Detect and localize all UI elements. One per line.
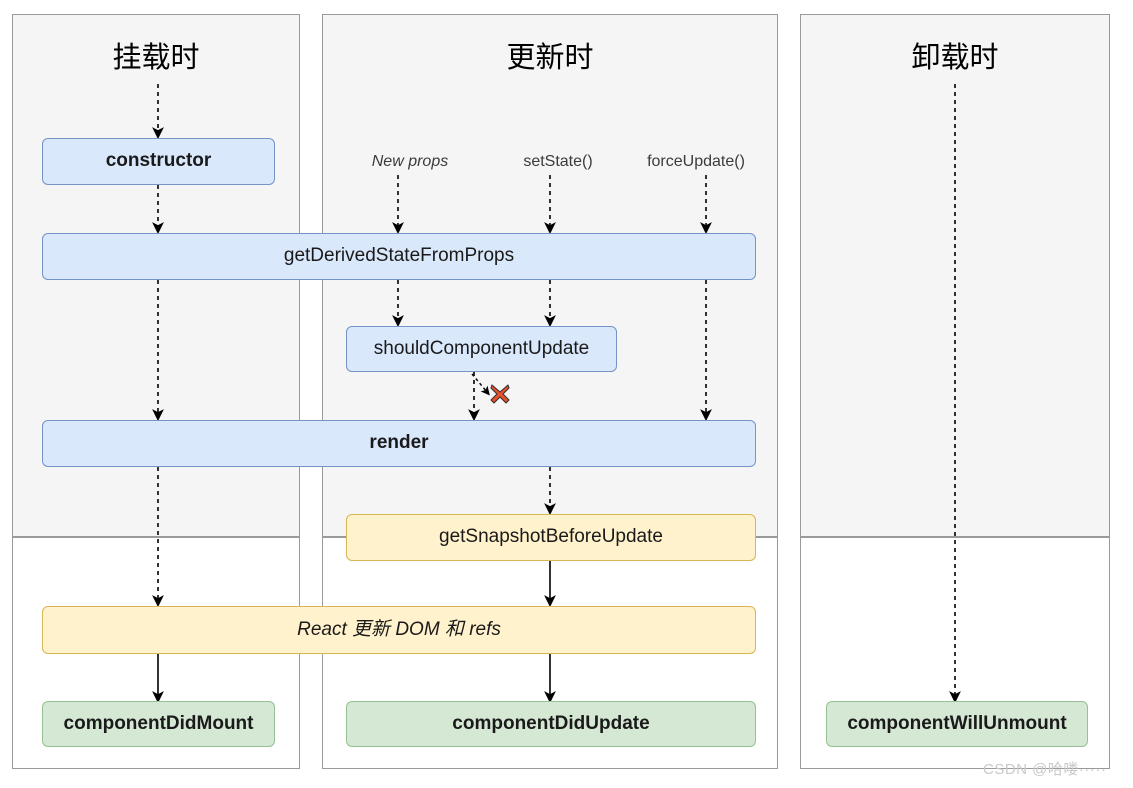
x-mark-icon — [490, 384, 510, 404]
column-title-update: 更新时 — [506, 42, 594, 74]
column-title-mount: 挂载时 — [112, 42, 200, 74]
source-label-set-state: setState() — [523, 153, 593, 170]
panel-unmount-top — [800, 14, 1110, 537]
node-render[interactable]: render — [42, 420, 756, 467]
node-constructor[interactable]: constructor — [42, 138, 275, 185]
node-component-will-unmount[interactable]: componentWillUnmount — [826, 701, 1088, 747]
node-get-derived-state-from-props[interactable]: getDerivedStateFromProps — [42, 233, 756, 280]
source-label-new-props: New props — [371, 153, 449, 170]
node-get-snapshot-before-update[interactable]: getSnapshotBeforeUpdate — [346, 514, 756, 561]
watermark: CSDN @哈喽····· — [983, 761, 1107, 778]
node-component-did-update[interactable]: componentDidUpdate — [346, 701, 756, 747]
node-react-updates-dom[interactable]: React 更新 DOM 和 refs — [42, 606, 756, 654]
column-title-unmount: 卸载时 — [911, 42, 999, 74]
node-should-component-update[interactable]: shouldComponentUpdate — [346, 326, 617, 372]
source-label-force-update: forceUpdate() — [647, 153, 745, 170]
node-component-did-mount[interactable]: componentDidMount — [42, 701, 275, 747]
